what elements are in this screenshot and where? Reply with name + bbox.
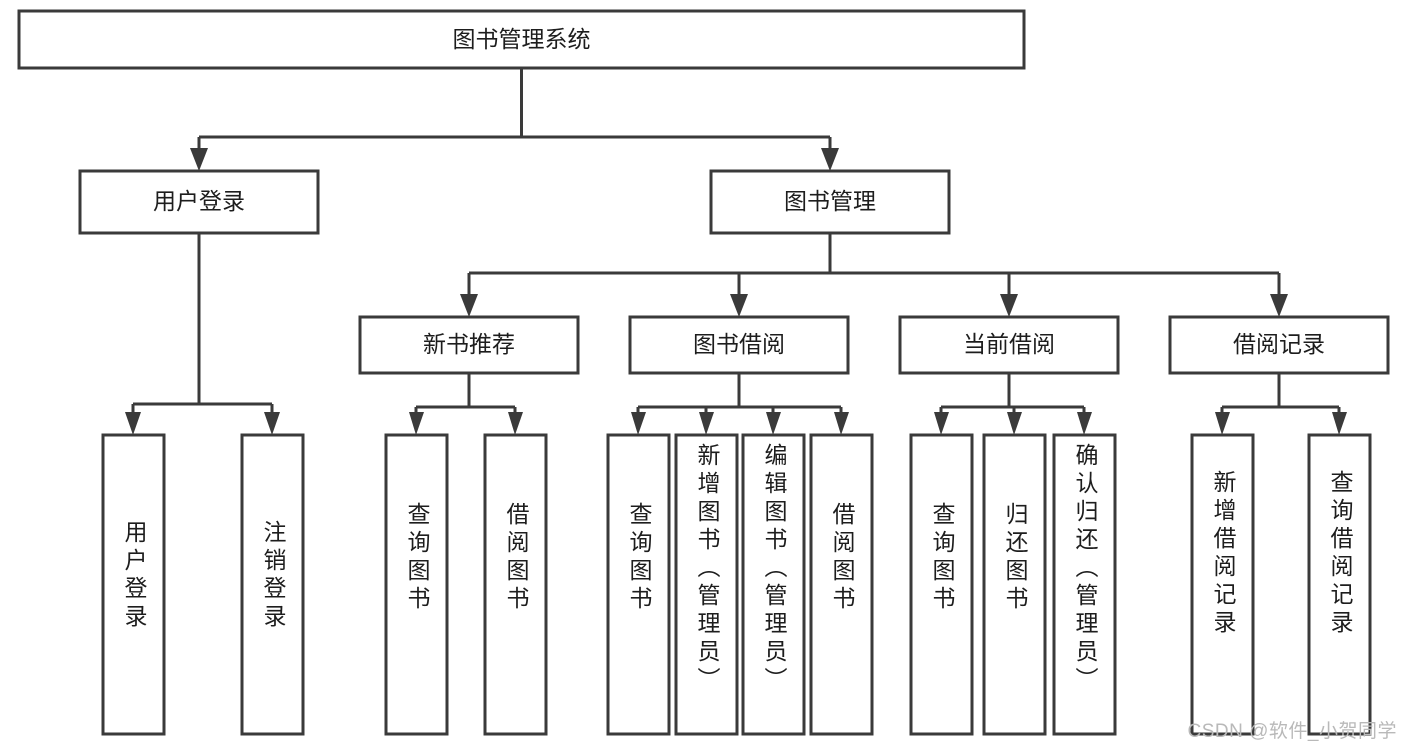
arrow-to-recommend-borrow-book: [508, 412, 523, 435]
node-box-user-logout-leaf[interactable]: [240, 433, 305, 736]
arrow-to-borrow-query-book: [631, 412, 646, 435]
node-box-borrow-record[interactable]: [1168, 315, 1390, 375]
node-label-book-management: 图书管理: [784, 188, 876, 214]
arrow-to-borrow-add-book: [699, 412, 714, 435]
node-label-current-borrow: 当前借阅: [963, 331, 1055, 357]
node-box-current-query-book[interactable]: [909, 433, 974, 736]
node-box-record-query[interactable]: [1307, 433, 1372, 736]
edges-group: [125, 68, 1347, 435]
arrow-to-current-borrow: [1000, 294, 1018, 317]
arrow-to-recommend-query-book: [409, 412, 424, 435]
node-box-user-login[interactable]: [78, 169, 320, 235]
node-box-current-return-book[interactable]: [982, 433, 1047, 736]
arrow-to-record-query: [1332, 412, 1347, 435]
arrow-to-new-book-recommend: [460, 294, 478, 317]
node-box-recommend-borrow-book[interactable]: [483, 433, 548, 736]
arrow-to-book-borrow: [730, 294, 748, 317]
node-box-borrow-add-book[interactable]: [674, 433, 739, 736]
node-box-current-confirm-return[interactable]: [1052, 433, 1117, 736]
node-box-borrow-query-book[interactable]: [606, 433, 671, 736]
node-box-record-add[interactable]: [1190, 433, 1255, 736]
node-box-recommend-query-book[interactable]: [384, 433, 449, 736]
nodes-group: 图书管理系统 用户登录 图书管理 新书推荐 图书借阅 当前借阅 借阅记录: [17, 9, 1390, 736]
node-box-book-management[interactable]: [709, 169, 951, 235]
arrow-to-borrow-record: [1270, 294, 1288, 317]
arrow-to-user-logout-leaf: [264, 412, 280, 435]
node-box-root[interactable]: [17, 9, 1026, 70]
arrow-to-current-query-book: [934, 412, 949, 435]
arrow-to-borrow-edit-book: [766, 412, 781, 435]
arrow-to-current-return-book: [1007, 412, 1022, 435]
arrow-to-user-login: [190, 148, 208, 171]
arrow-to-record-add: [1215, 412, 1230, 435]
node-label-user-login: 用户登录: [153, 188, 245, 214]
node-label-new-book-recommend: 新书推荐: [423, 331, 515, 357]
arrow-to-borrow-borrow-book: [834, 412, 849, 435]
node-label-root: 图书管理系统: [453, 26, 591, 52]
node-box-book-borrow[interactable]: [628, 315, 850, 375]
arrow-to-current-confirm-return: [1077, 412, 1092, 435]
node-box-borrow-borrow-book[interactable]: [809, 433, 874, 736]
arrow-to-book-management: [821, 148, 839, 171]
arrow-to-user-login-leaf: [125, 412, 141, 435]
node-label-borrow-record: 借阅记录: [1233, 331, 1325, 357]
node-box-user-login-leaf[interactable]: [101, 433, 166, 736]
node-box-current-borrow[interactable]: [898, 315, 1120, 375]
csdn-watermark: CSDN @软件_小贺同学: [1187, 721, 1397, 742]
node-box-new-book-recommend[interactable]: [358, 315, 580, 375]
node-label-book-borrow: 图书借阅: [693, 331, 785, 357]
node-box-borrow-edit-book[interactable]: [741, 433, 806, 736]
